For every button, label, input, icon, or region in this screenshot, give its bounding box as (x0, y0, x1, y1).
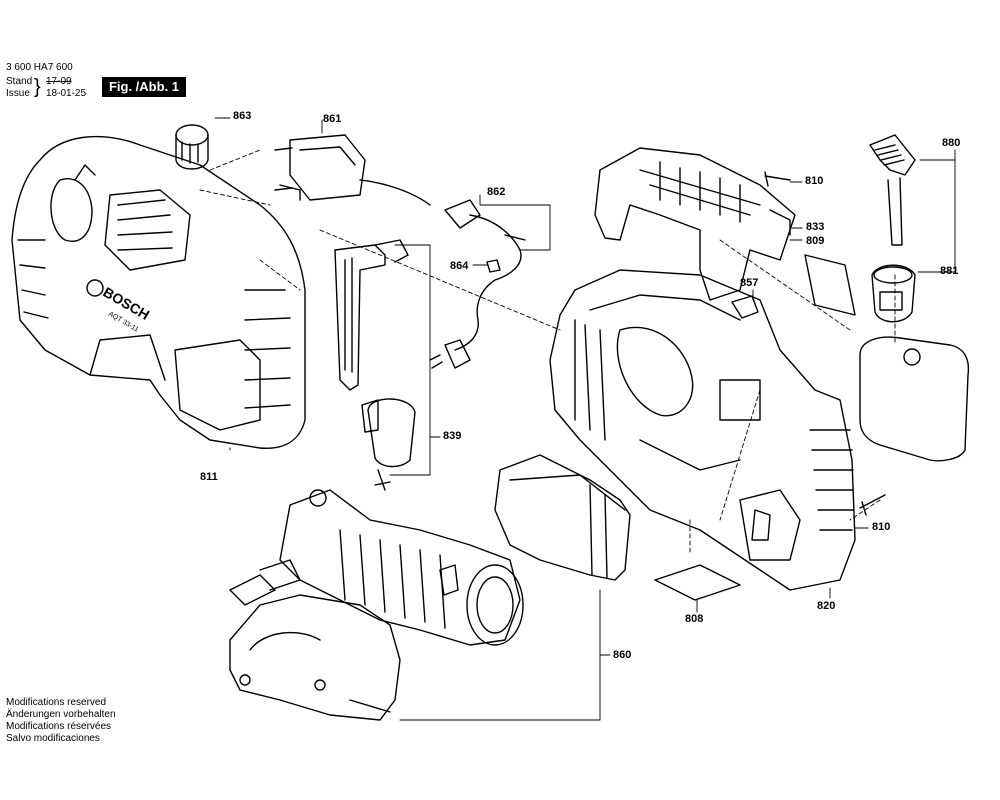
cable-862 (429, 199, 526, 369)
holder-839 (334, 239, 416, 491)
note-fr: Modifications réservées (6, 721, 112, 732)
part-number-861: 861 (323, 113, 342, 125)
pump-motor-860 (229, 489, 524, 646)
nozzle-880 (869, 134, 916, 246)
cap-881 (871, 264, 916, 323)
part-number-810-top: 810 (805, 175, 824, 187)
doc-number: 3 600 HA7 600 (6, 62, 73, 73)
part-857 (731, 295, 759, 319)
switch-861 (274, 134, 431, 206)
motor-shroud (494, 454, 631, 581)
tank (859, 336, 970, 462)
part-number-857: 857 (740, 277, 759, 289)
note-de: Änderungen vorbehalten (6, 709, 116, 720)
label-809 (804, 254, 856, 316)
cover-833 (594, 147, 796, 301)
part-number-833: 833 (806, 221, 825, 233)
part-number-880: 880 (942, 137, 961, 149)
housing-811 (11, 135, 306, 449)
issue-label: Issue (6, 88, 30, 99)
part-number-860: 860 (613, 649, 632, 661)
part-number-839: 839 (443, 430, 462, 442)
part-number-809: 809 (806, 235, 825, 247)
part-number-808: 808 (685, 613, 704, 625)
modification-notes: Modifications reserved Änderungen vorbeh… (6, 697, 116, 745)
part-number-864: 864 (450, 260, 469, 272)
brace-glyph: } (34, 76, 41, 98)
part-number-820: 820 (817, 600, 836, 612)
stand-label: Stand (6, 76, 33, 87)
label-808 (654, 564, 741, 601)
part-number-811: 811 (200, 471, 218, 483)
figure-label: Fig. /Abb. 1 (102, 77, 186, 97)
housing-820 (549, 269, 856, 591)
part-number-862: 862 (487, 186, 506, 198)
stand-value: 17-09 (46, 76, 72, 87)
clip-864 (486, 259, 501, 273)
issue-value: 18-01-25 (46, 88, 87, 99)
lower-shroud (229, 594, 401, 721)
screws-810 (764, 171, 886, 516)
knob-863 (175, 124, 209, 170)
note-en: Modifications reserved (6, 697, 107, 708)
note-es: Salvo modificaciones (6, 733, 100, 744)
part-number-881: 881 (940, 265, 959, 277)
part-number-810-bottom: 810 (872, 521, 891, 533)
part-number-863: 863 (233, 110, 252, 122)
